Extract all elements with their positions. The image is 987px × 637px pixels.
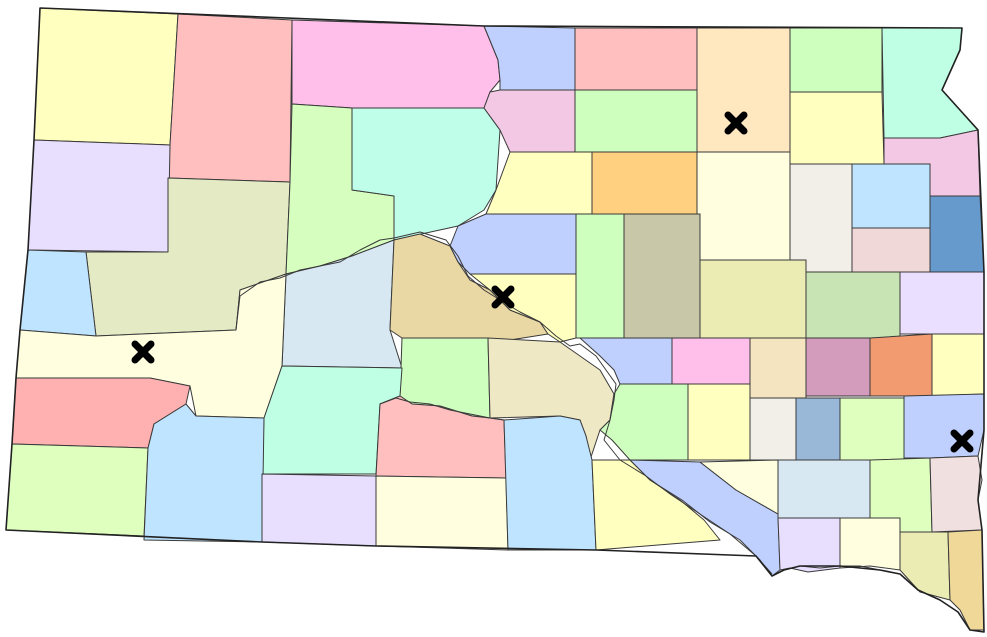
county: [947, 529, 985, 631]
county: [291, 19, 501, 109]
county: [749, 397, 797, 461]
county: [623, 213, 701, 339]
county: [167, 13, 293, 183]
county: [749, 337, 807, 399]
county: [687, 383, 751, 461]
county: [789, 91, 885, 165]
county: [261, 473, 377, 547]
county: [929, 455, 983, 533]
county: [591, 151, 698, 215]
county: [839, 397, 905, 461]
county: [839, 517, 901, 571]
county: [696, 151, 791, 261]
county: [777, 459, 871, 519]
county: [671, 337, 751, 385]
county: [929, 195, 985, 273]
county: [899, 271, 985, 335]
x-marker: [491, 285, 515, 309]
county: [805, 337, 871, 397]
counties: [5, 7, 985, 631]
county: [574, 89, 698, 153]
x-marker: [950, 429, 974, 453]
x-marker: [131, 340, 155, 364]
county: [699, 259, 807, 339]
county: [27, 139, 171, 253]
county: [851, 227, 931, 273]
county: [503, 415, 597, 551]
county: [789, 163, 853, 273]
county: [143, 403, 265, 543]
county: [851, 163, 931, 229]
county: [485, 151, 593, 215]
county: [899, 531, 951, 601]
river: [235, 231, 773, 575]
county: [777, 517, 841, 573]
county: [805, 271, 901, 339]
county: [789, 27, 883, 93]
county: [575, 213, 625, 339]
county: [881, 27, 979, 139]
county: [19, 249, 97, 337]
county: [574, 27, 698, 91]
county: [375, 475, 509, 551]
county: [5, 443, 149, 537]
county: [795, 397, 841, 461]
county: [449, 213, 577, 275]
x-marker: [724, 111, 748, 135]
county: [931, 333, 985, 397]
county: [869, 333, 933, 397]
river: [379, 397, 505, 421]
state-outline: [5, 7, 985, 633]
map-markers: [131, 111, 974, 453]
county: [33, 7, 179, 146]
